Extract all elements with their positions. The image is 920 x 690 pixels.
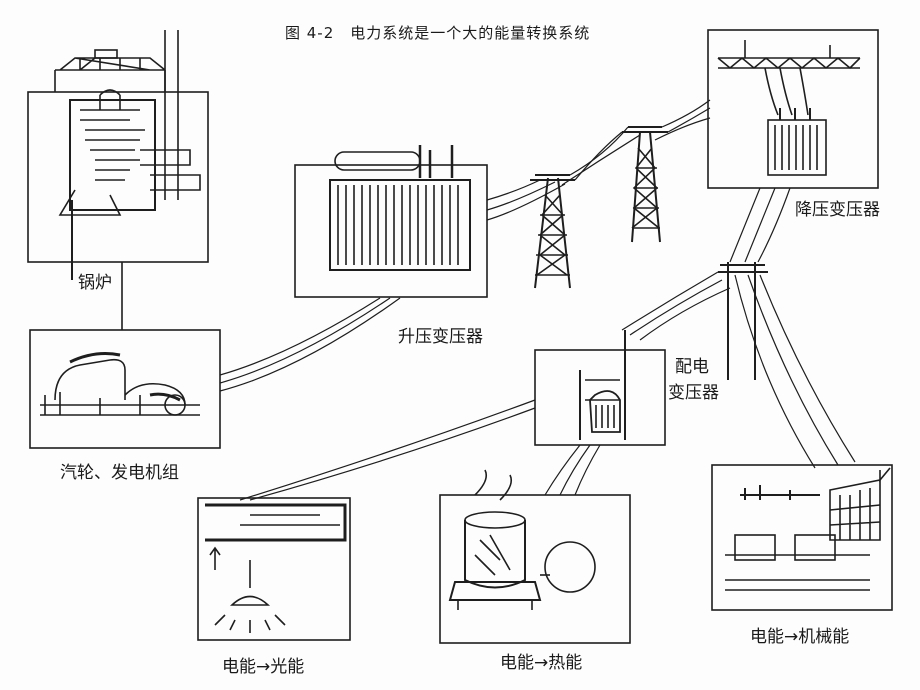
electric-to-mechanical-label: 电能→机械能	[750, 627, 850, 647]
tower-wires	[561, 99, 711, 186]
stepdown-to-pole-wires	[729, 187, 791, 263]
step-down-transformer-label: 降压变压器	[795, 200, 880, 220]
turbine-generator-illustration	[29, 329, 221, 449]
electric-to-heat-label: 电能→热能	[500, 653, 583, 673]
boiler-illustration	[27, 30, 209, 280]
pole-to-distribution-wires	[621, 271, 731, 341]
transmission-tower-2	[622, 126, 668, 243]
stepup-to-tower-wires	[486, 179, 566, 221]
boiler-label: 锅炉	[78, 273, 112, 293]
pole-to-mech-wires	[734, 274, 856, 469]
figure-caption: 图 4-2 电力系统是一个大的能量转换系统	[285, 24, 591, 42]
step-up-transformer-label: 升压变压器	[398, 327, 483, 347]
distribution-transformer-illustration	[534, 330, 666, 446]
gen-to-stepup-wires	[219, 297, 401, 392]
distribution-pole	[718, 262, 768, 380]
light-load-illustration	[197, 497, 351, 641]
step-up-transformer-illustration	[294, 145, 488, 298]
electric-to-light-label: 电能→光能	[222, 657, 305, 677]
heat-load-illustration	[439, 469, 631, 644]
distribution-transformer-label-line2: 变压器	[668, 383, 719, 403]
distribution-to-load-wires	[239, 399, 601, 501]
transmission-tower-1	[530, 174, 575, 289]
mechanical-load-illustration	[711, 464, 893, 611]
step-down-transformer-illustration	[707, 29, 879, 189]
distribution-transformer-label-line1: 配电	[675, 357, 709, 377]
turbine-generator-label: 汽轮、发电机组	[60, 463, 179, 483]
